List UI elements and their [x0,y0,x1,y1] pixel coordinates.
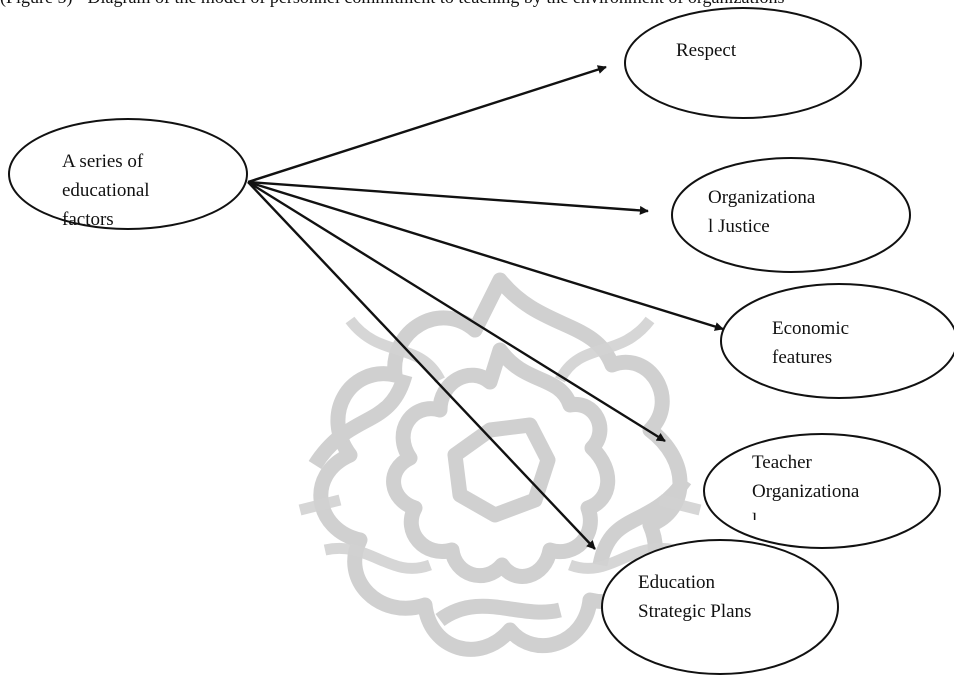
teacher-organizational-line-1: Teacher [752,452,812,473]
arrow-to-education-strategic-plans [247,181,596,550]
source-label-line-2: educational [62,180,150,201]
arrow-to-respect [247,65,607,184]
teacher-organizational-label: Teacher Organizationa l [752,448,902,520]
education-strategic-plans-line-2: Strategic Plans [638,601,752,622]
source-node-label: A series of educational factors [62,147,212,227]
arrow-to-economic-features [247,180,724,331]
economic-features-line-1: Economic [772,318,850,339]
education-strategic-plans-label: Education Strategic Plans [638,568,751,626]
respect-label: Respect [676,36,736,65]
organizational-justice-line-1: Organizationa [708,187,816,208]
target-node-education-strategic-plans [601,539,839,675]
respect-label-line-1: Respect [676,40,737,61]
target-node-teacher-organizational [703,433,941,549]
economic-features-line-2: features [772,347,833,368]
target-node-economic-features [720,283,954,399]
teacher-organizational-line-3: l [752,506,902,520]
economic-features-label: Economic features [772,314,849,372]
figure-caption: (Figure 5) - Diagram of the model of per… [0,0,954,8]
education-strategic-plans-line-1: Education [638,572,716,593]
organizational-justice-line-2: l Justice [708,216,770,237]
target-node-organizational-justice [671,157,911,273]
organizational-justice-label: Organizationa l Justice [708,183,815,241]
source-label-line-1: A series of [62,151,144,172]
teacher-organizational-line-2: Organizationa [752,481,860,502]
source-label-line-3: factors [62,209,114,227]
target-node-respect [624,7,862,119]
source-node [8,118,248,230]
arrow-to-teacher-organizational [247,180,666,443]
arrow-to-organizational-justice [247,180,649,215]
